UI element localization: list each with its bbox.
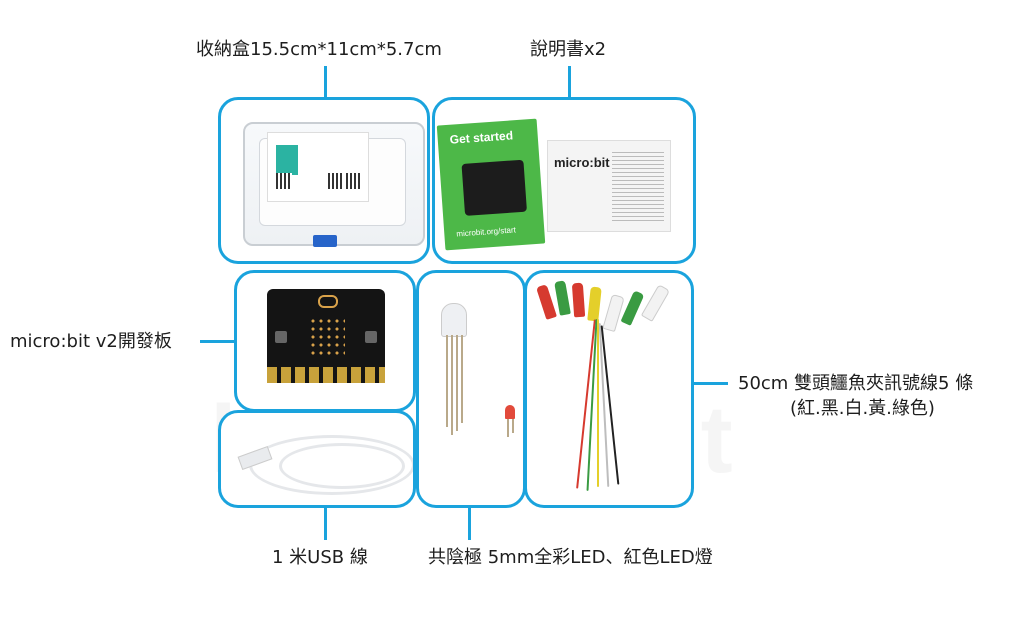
panel-manual: Get started microbit.org/start micro:bit [432, 97, 696, 264]
panel-usb [218, 410, 416, 508]
label-clip-wires-1: 50cm 雙頭鱷魚夾訊號線5 條 [738, 373, 974, 394]
label-board: micro:bit v2開發板 [10, 331, 172, 352]
panel-clip-wires [524, 270, 694, 508]
label-storage-box: 收納盒15.5cm*11cm*5.7cm [196, 39, 442, 60]
panel-board [234, 270, 416, 412]
label-usb: 1 米USB 線 [272, 547, 368, 568]
clear-plastic-box-icon [243, 122, 425, 246]
manual-url: microbit.org/start [456, 225, 517, 239]
safety-guide-icon: micro:bit [547, 140, 671, 232]
booklet-icon: Get started microbit.org/start [436, 118, 546, 251]
microbit-board-icon [267, 289, 385, 383]
connector-usb [324, 506, 327, 540]
red-led-icon [505, 405, 515, 419]
box-clip-icon [313, 235, 337, 247]
connector-manual [568, 66, 571, 98]
get-started-text: Get started [449, 128, 514, 147]
rgb-led-icon [441, 303, 467, 337]
label-manual: 說明書x2 [530, 39, 607, 60]
connector-led [468, 506, 471, 540]
label-clip-wires-2: (紅.黑.白.黃.綠色) [790, 398, 935, 419]
panel-led [416, 270, 526, 508]
panel-storage-box [218, 97, 430, 264]
label-led: 共陰極 5mm全彩LED、紅色LED燈 [428, 547, 713, 568]
connector-wires [692, 382, 728, 385]
connector-board [200, 340, 236, 343]
connector-storage [324, 66, 327, 98]
manual-brand: micro:bit [554, 155, 610, 170]
